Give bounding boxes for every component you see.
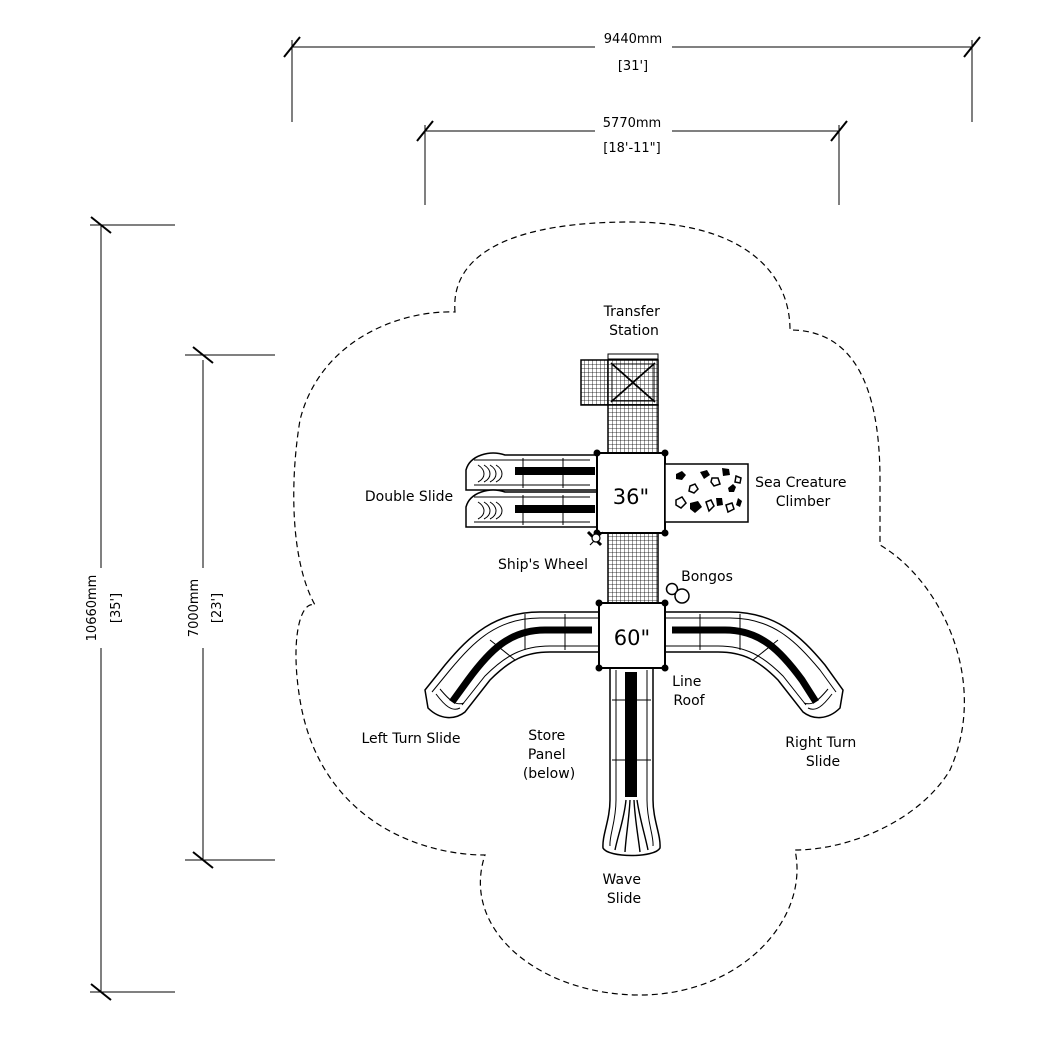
label-line-roof: Line Roof (672, 674, 706, 709)
ships-wheel (586, 530, 604, 547)
label-transfer-station: Transfer Station (603, 304, 665, 339)
dimension-overall-width: 9440mm [31'] (283, 32, 981, 122)
dimension-structure-width: 5770mm [18'-11"] (416, 116, 848, 205)
upper-deck: 36" (593, 449, 669, 537)
label-ships-wheel: Ship's Wheel (498, 557, 588, 573)
overall-length-metric: 10660mm (85, 575, 100, 642)
label-wave-slide: Wave Slide (603, 872, 646, 907)
label-left-turn-slide: Left Turn Slide (361, 731, 460, 747)
dimension-overall-length: 10660mm [35'] (85, 216, 175, 1001)
upper-stairs (607, 404, 659, 454)
structure-width-metric: 5770mm (603, 116, 661, 131)
left-turn-slide (424, 611, 600, 719)
label-sea-creature-climber: Sea Creature Climber (755, 475, 851, 510)
double-slide (465, 452, 598, 528)
safety-zone-outline (293, 221, 965, 996)
label-store-panel: Store Panel (below) (523, 728, 575, 782)
bongos (665, 582, 690, 604)
wave-slide (602, 667, 661, 857)
upper-deck-height: 36" (613, 485, 649, 509)
right-turn-slide (664, 611, 844, 719)
label-bongos: Bongos (681, 569, 733, 585)
label-right-turn-slide: Right Turn Slide (785, 735, 860, 770)
middle-walkway (607, 532, 659, 604)
overall-width-imperial: [31'] (618, 59, 648, 74)
overall-width-metric: 9440mm (604, 32, 662, 47)
sea-creature-climber (664, 463, 749, 523)
structure-length-imperial: [23'] (210, 593, 225, 623)
structure-length-metric: 7000mm (187, 579, 202, 637)
structure-width-imperial: [18'-11"] (603, 141, 660, 156)
overall-length-imperial: [35'] (109, 593, 124, 623)
label-double-slide: Double Slide (365, 489, 453, 505)
dimension-structure-length: 7000mm [23'] (185, 346, 275, 869)
lower-deck: 60" (595, 599, 669, 672)
lower-deck-height: 60" (614, 626, 650, 650)
transfer-station (580, 353, 659, 406)
